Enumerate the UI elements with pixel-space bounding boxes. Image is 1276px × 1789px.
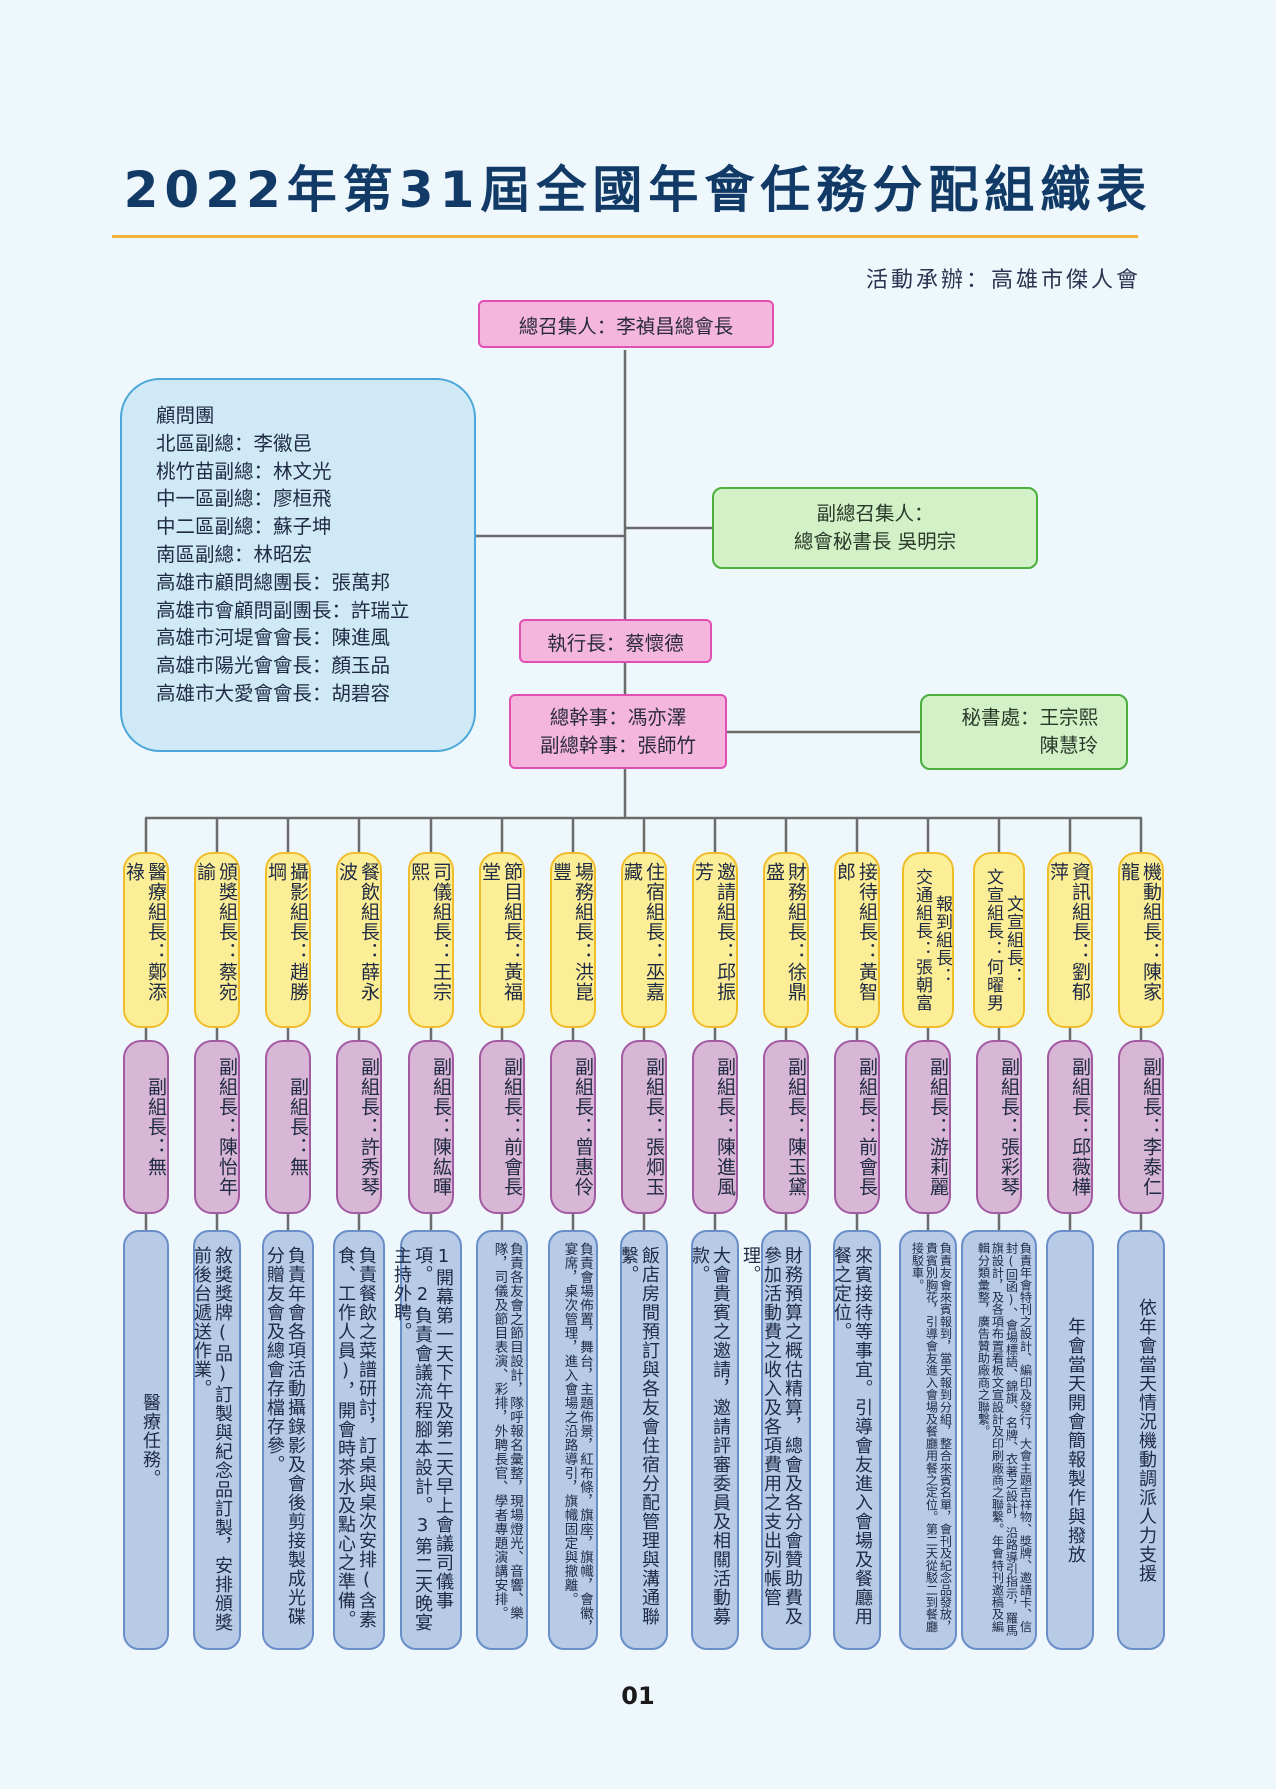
host-organizer: 活動承辦：高雄市傑人會 xyxy=(865,268,1141,293)
group-leader-box: 邀請組長：邱振芳 xyxy=(692,852,738,1028)
advisor-item: 高雄市顧問總團長：張萬邦 xyxy=(156,570,391,594)
group-leader-box: 機動組長：陳家龍 xyxy=(1118,852,1164,1028)
group-deputy-box: 副組長：邱薇樺 xyxy=(1047,1040,1093,1214)
vice-convener-role: 副總召集人： xyxy=(816,502,934,525)
secretariat-box: 秘書處：王宗熙 陳慧玲 xyxy=(920,694,1128,770)
group-deputy-box: 副組長：張炯玉 xyxy=(621,1040,667,1214)
group-leader-line: 文宣組長：何曜男 xyxy=(983,868,1003,1012)
advisor-item: 中二區副總：蘇子坤 xyxy=(156,515,332,539)
group-deputy-box: 副組長：許秀琴 xyxy=(336,1040,382,1214)
advisory-heading: 顧問團 xyxy=(156,404,215,427)
group-task-box: 來賓接待等事宜。引導會友進入會場及餐廳用餐之定位。 xyxy=(831,1230,881,1650)
group-task-box: 負責友會來賓報到，當天報到分組，整合來賓名單，會刊及紀念品發放，貴賓別胸花，引導… xyxy=(899,1230,957,1650)
group-leader-line: 文宣組長： xyxy=(1003,895,1023,985)
group-leader-line: 報到組長： xyxy=(932,895,952,985)
group-leader-box: 文宣組長：文宣組長：何曜男 xyxy=(973,852,1025,1028)
group-leader-box: 報到組長：交通組長：張朝富 xyxy=(902,852,954,1028)
group-task-box: 大會貴賓之邀請，邀請評審委員及相關活動募款。 xyxy=(689,1230,739,1650)
secretariat-line: 秘書處：王宗熙 xyxy=(961,706,1098,729)
group-task-box: 財務預算之概估精算，總會及各分會贊助費及參加活動費之收入及各項費用之支出列帳管理… xyxy=(740,1230,811,1650)
deputy-secretary-general-name: 副總幹事：張師竹 xyxy=(539,733,696,757)
group-task-box: 負責餐飲之菜譜研討，訂桌與桌次安排(含素食、工作人員)，開會時茶水及點心之準備。 xyxy=(333,1230,385,1650)
advisor-item: 中一區副總：廖桓飛 xyxy=(156,487,332,511)
group-task-box: 負責各友會之節目設計，隊呼報名彙整，現場燈光、音響、樂隊，司儀及節目表演、彩排，… xyxy=(476,1230,528,1650)
group-task-box: 負責會場佈置，舞台，主題佈景，紅布條，旗座，旗幟，會徽，宴席，桌次管理，進入會場… xyxy=(548,1230,598,1650)
group-task-box: 負責年會特刊之設計、編印及發行，大會主題吉祥物、獎牌、邀請卡、信封(回函)、會場… xyxy=(961,1230,1037,1650)
group-deputy-box: 副組長：前會長 xyxy=(479,1040,525,1214)
group-leader-box: 餐飲組長：薛永波 xyxy=(336,852,382,1028)
advisory-panel: 顧問團 北區副總：李徽邑 桃竹苗副總：林文光 中一區副總：廖桓飛 中二區副總：蘇… xyxy=(120,378,476,752)
advisor-item: 高雄市大愛會會長：胡碧容 xyxy=(156,681,391,705)
title-underline xyxy=(112,235,1138,238)
group-task-box: 1開幕第一天下午及第二天早上會議司儀事項。2負責會議流程腳本設計。3第二天晚宴主… xyxy=(391,1230,462,1650)
group-deputy-box: 副組長：游莉麗 xyxy=(905,1040,951,1214)
group-deputy-box: 副組長：陳怡年 xyxy=(194,1040,240,1214)
group-leader-box: 財務組長：徐鼎盛 xyxy=(763,852,809,1028)
group-leader-box: 資訊組長：劉郁萍 xyxy=(1047,852,1093,1028)
group-deputy-box: 副組長：張彩琴 xyxy=(976,1040,1022,1214)
group-leader-box: 節目組長：黃福堂 xyxy=(479,852,525,1028)
group-deputy-box: 副組長：陳玉黛 xyxy=(763,1040,809,1214)
group-leader-box: 場務組長：洪崑豐 xyxy=(550,852,596,1028)
group-leader-box: 醫療組長：鄭添祿 xyxy=(123,852,169,1028)
group-task-box: 依年會當天情況機動調派人力支援 xyxy=(1117,1230,1165,1650)
advisor-item: 南區副總：林昭宏 xyxy=(156,542,313,566)
advisor-item: 高雄市河堤會會長：陳進風 xyxy=(156,626,391,650)
group-deputy-box: 副組長：無 xyxy=(123,1040,169,1214)
group-deputy-box: 副組長：李泰仁 xyxy=(1118,1040,1164,1214)
advisor-item: 高雄市陽光會會長：顏玉品 xyxy=(156,654,391,678)
convener-box: 總召集人：李禎昌總會長 xyxy=(478,300,774,348)
advisor-item: 桃竹苗副總：林文光 xyxy=(156,459,332,483)
group-task-box: 年會當天開會簡報製作與撥放 xyxy=(1046,1230,1094,1650)
group-leader-box: 司儀組長：王宗熙 xyxy=(408,852,454,1028)
group-leader-line: 交通組長：張朝富 xyxy=(912,868,932,1012)
secretariat-line: 陳慧玲 xyxy=(1039,734,1098,757)
page-number: 01 xyxy=(621,1682,655,1710)
group-deputy-box: 副組長：曾惠伶 xyxy=(550,1040,596,1214)
ceo-box: 執行長：蔡懷德 xyxy=(519,619,712,663)
group-leader-box: 攝影組長：趙勝堈 xyxy=(265,852,311,1028)
page-title: 2022年第31屆全國年會任務分配組織表 xyxy=(123,161,1153,219)
group-task-box: 敘獎獎牌(品)訂製與紀念品訂製，安排頒獎前後台遞送作業。 xyxy=(191,1230,241,1650)
group-task-box: 負責年會各項活動攝錄影及會後剪接製成光碟分贈友會及總會存檔存參。 xyxy=(262,1230,314,1650)
group-deputy-box: 副組長：陳進風 xyxy=(692,1040,738,1214)
group-leader-box: 頒獎組長：蔡宛諭 xyxy=(194,852,240,1028)
vice-convener-box: 副總召集人： 總會秘書長 吳明宗 xyxy=(712,487,1038,569)
advisor-item: 高雄市會顧問副團長：許瑞立 xyxy=(156,598,410,622)
secretary-general-box: 總幹事：馮亦澤 副總幹事：張師竹 xyxy=(509,694,727,769)
group-leader-box: 接待組長：黃智郎 xyxy=(834,852,880,1028)
group-deputy-box: 副組長：陳紘暉 xyxy=(408,1040,454,1214)
group-leader-box: 住宿組長：巫嘉藏 xyxy=(621,852,667,1028)
group-deputy-box: 副組長：無 xyxy=(265,1040,311,1214)
advisor-item: 北區副總：李徽邑 xyxy=(156,431,313,455)
secretary-general-name: 總幹事：馮亦澤 xyxy=(549,705,687,729)
vice-convener-name: 總會秘書長 吳明宗 xyxy=(793,530,957,553)
group-deputy-box: 副組長：前會長 xyxy=(834,1040,880,1214)
group-task-box: 醫療任務。 xyxy=(123,1230,169,1650)
group-task-box: 飯店房間預訂與各友會住宿分配管理與溝通聯繫。 xyxy=(618,1230,668,1650)
